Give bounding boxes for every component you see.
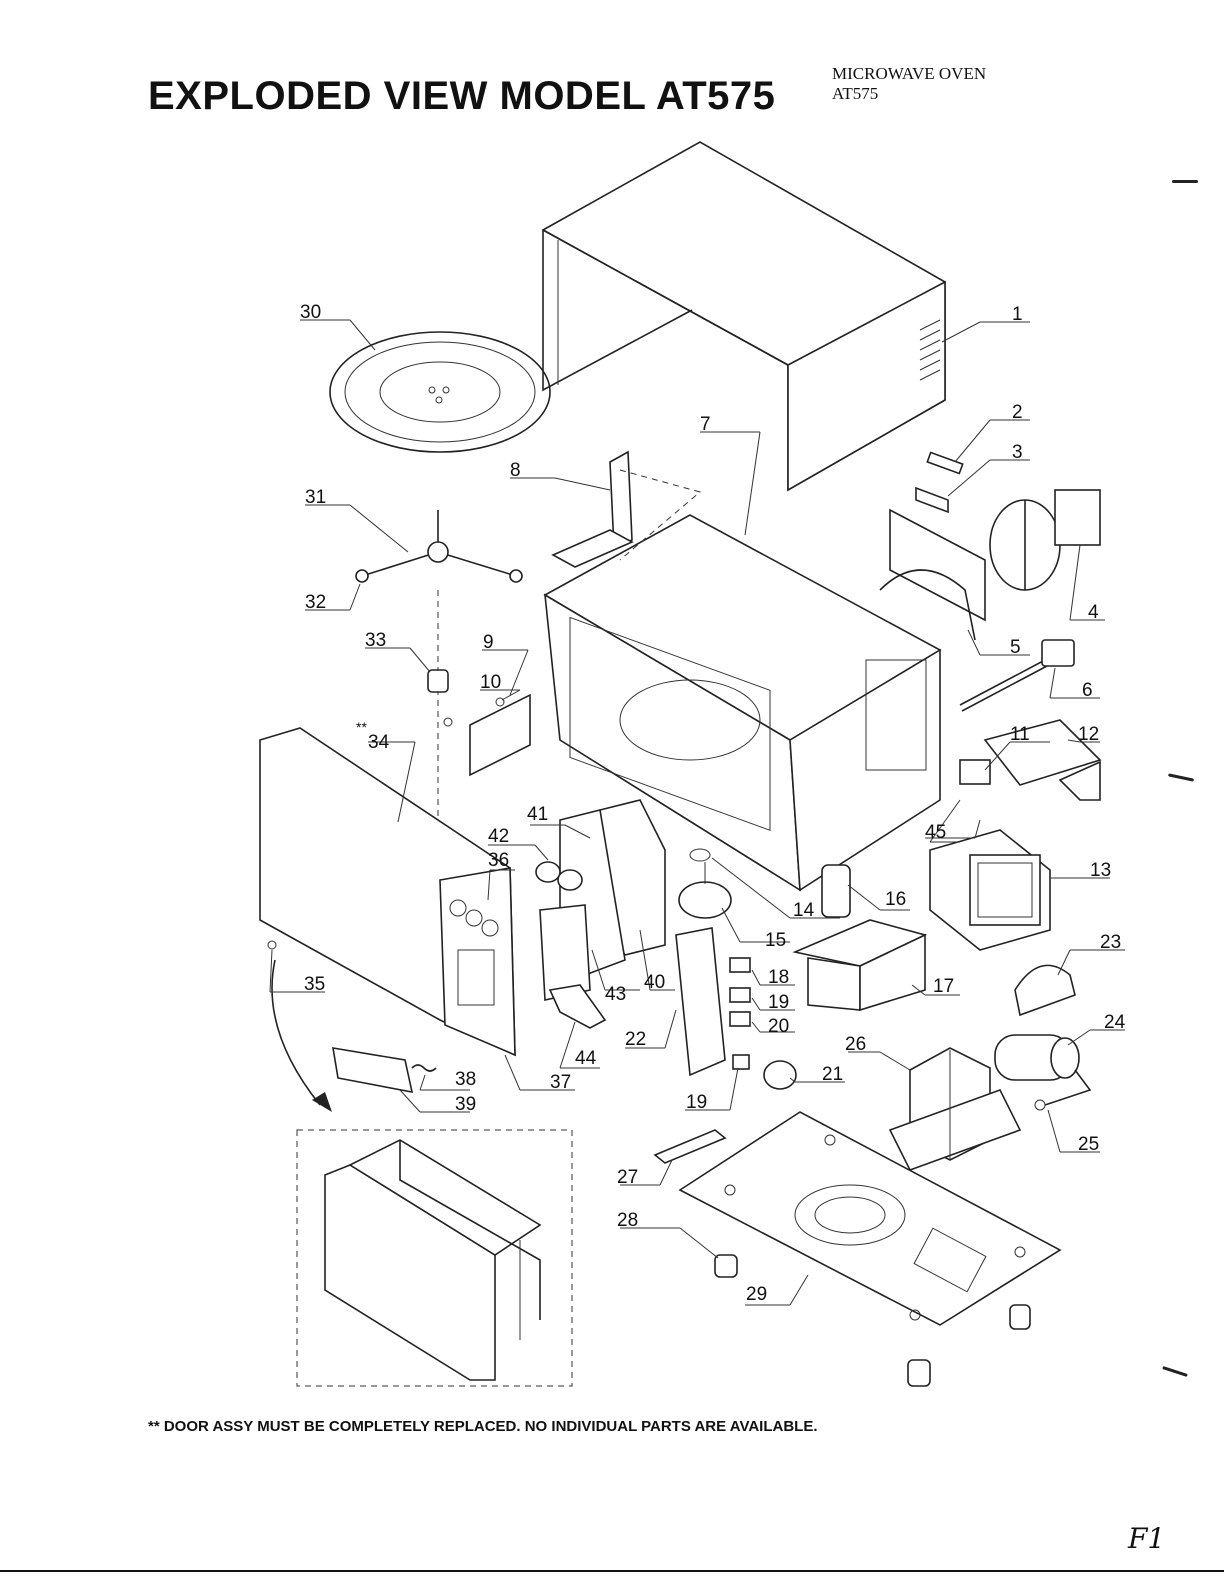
callout-32: 32 bbox=[305, 592, 326, 613]
latch-board-part bbox=[675, 927, 797, 1090]
callout-25: 25 bbox=[1078, 1134, 1099, 1155]
callout-45: 45 bbox=[925, 822, 946, 843]
cover-bracket-part bbox=[551, 450, 702, 568]
foot-parts bbox=[714, 1254, 1031, 1387]
callout-19-upper: 19 bbox=[768, 992, 789, 1013]
callout-23: 23 bbox=[1100, 932, 1121, 953]
callout-4: 4 bbox=[1088, 602, 1099, 623]
callout-9: 9 bbox=[483, 632, 494, 653]
callout-17: 17 bbox=[933, 976, 954, 997]
switch-bracket-part bbox=[959, 719, 1102, 801]
callout-42: 42 bbox=[488, 826, 509, 847]
callout-35: 35 bbox=[304, 974, 325, 995]
callout-16: 16 bbox=[885, 889, 906, 910]
thermal-cutout-part bbox=[821, 864, 851, 918]
leader-lines bbox=[269, 319, 1125, 1306]
door-handle-part bbox=[332, 1047, 437, 1094]
callout-2: 2 bbox=[1012, 402, 1023, 423]
callout-12: 12 bbox=[1078, 724, 1099, 745]
callout-39: 39 bbox=[455, 1094, 476, 1115]
subtitle-model: AT575 bbox=[832, 84, 879, 103]
model-subtitle: MICROWAVE OVEN AT575 bbox=[832, 64, 986, 104]
callout-34-note-mark: ** bbox=[356, 719, 367, 735]
callout-36: 36 bbox=[488, 850, 509, 871]
door-lever-part bbox=[548, 984, 607, 1029]
callout-38: 38 bbox=[455, 1069, 476, 1090]
callout-44: 44 bbox=[575, 1048, 597, 1069]
callout-33: 33 bbox=[365, 630, 386, 651]
subtitle-product: MICROWAVE OVEN bbox=[832, 64, 987, 83]
door-assembly-footnote: ** DOOR ASSY MUST BE COMPLETELY REPLACED… bbox=[148, 1418, 818, 1435]
callout-8: 8 bbox=[510, 460, 521, 481]
callout-19-lower: 19 bbox=[686, 1092, 707, 1113]
callout-40: 40 bbox=[644, 972, 665, 993]
callout-14: 14 bbox=[793, 900, 815, 921]
callout-20: 20 bbox=[768, 1016, 789, 1037]
callout-3: 3 bbox=[1012, 442, 1023, 463]
callout-28: 28 bbox=[617, 1210, 638, 1231]
callout-22: 22 bbox=[625, 1029, 646, 1050]
capacitor-part bbox=[994, 964, 1092, 1111]
base-plate-part bbox=[678, 1111, 1062, 1326]
callout-13: 13 bbox=[1090, 860, 1111, 881]
callout-34: 34 bbox=[368, 732, 390, 753]
fan-assembly-part bbox=[879, 451, 1101, 641]
callout-41: 41 bbox=[527, 804, 548, 825]
callout-7: 7 bbox=[700, 414, 711, 435]
edge-mark-top bbox=[1172, 180, 1198, 183]
callout-30: 30 bbox=[300, 302, 321, 323]
door-detail-inset bbox=[296, 1129, 573, 1387]
magnetron-part bbox=[929, 829, 1051, 951]
callout-43: 43 bbox=[605, 984, 626, 1005]
outer-cabinet-part bbox=[541, 141, 946, 492]
turntable-motor-part bbox=[678, 848, 732, 919]
page-reference: F1 bbox=[1128, 1522, 1166, 1555]
callout-26: 26 bbox=[845, 1034, 866, 1055]
callout-10: 10 bbox=[480, 672, 501, 693]
coupler-part bbox=[427, 669, 449, 693]
waveguide-cover-part bbox=[443, 693, 531, 777]
callout-6: 6 bbox=[1082, 680, 1093, 701]
power-cord-part bbox=[959, 639, 1075, 712]
control-panel-part bbox=[535, 799, 666, 1001]
callout-18: 18 bbox=[768, 967, 789, 988]
transformer-part bbox=[888, 1047, 1022, 1171]
callout-1: 1 bbox=[1012, 304, 1023, 325]
base-bracket-part bbox=[653, 1129, 727, 1164]
oven-cavity-part bbox=[543, 514, 942, 892]
page-title: EXPLODED VIEW MODEL AT575 bbox=[148, 74, 776, 118]
door-assembly-part bbox=[259, 727, 516, 1057]
callout-37: 37 bbox=[550, 1072, 571, 1093]
glass-tray-part bbox=[329, 331, 551, 453]
roller-ring-part bbox=[355, 510, 523, 840]
callout-24: 24 bbox=[1104, 1012, 1126, 1033]
callout-21: 21 bbox=[822, 1064, 843, 1085]
air-duct-part bbox=[792, 919, 928, 1012]
callout-27: 27 bbox=[617, 1167, 638, 1188]
detail-arrow bbox=[271, 959, 332, 1112]
bottom-rule bbox=[0, 1570, 1224, 1572]
callout-29: 29 bbox=[746, 1284, 767, 1305]
callout-31: 31 bbox=[305, 487, 326, 508]
callout-5: 5 bbox=[1010, 637, 1021, 658]
callout-11: 11 bbox=[1010, 724, 1030, 745]
callout-15: 15 bbox=[765, 930, 786, 951]
